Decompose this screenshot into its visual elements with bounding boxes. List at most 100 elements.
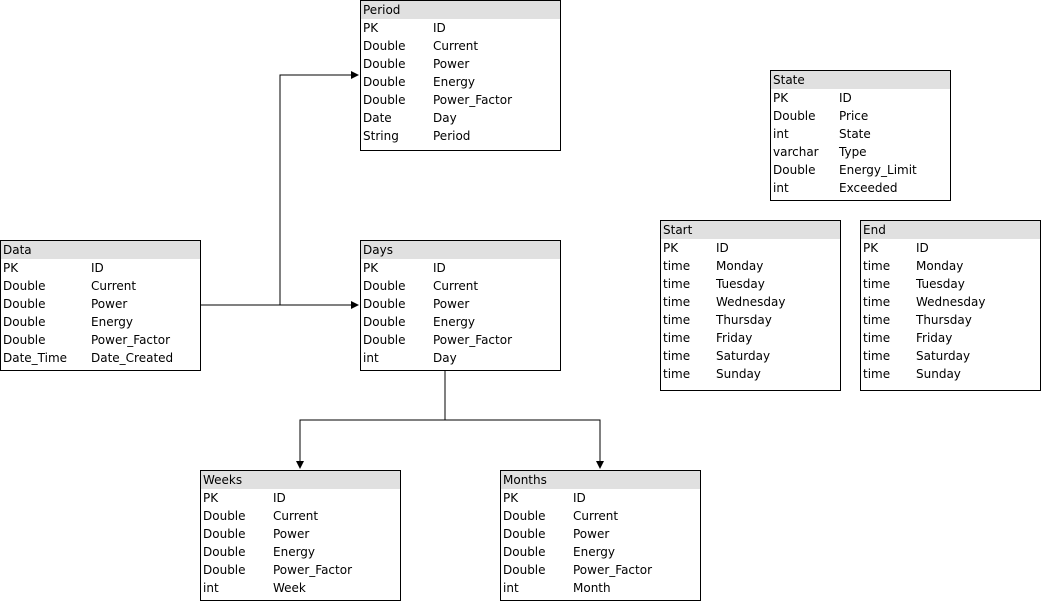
- field-type: time: [863, 367, 891, 381]
- field-name: ID: [91, 261, 104, 275]
- field-type: time: [663, 367, 691, 381]
- field-type: Double: [363, 39, 406, 53]
- field-name: Thursday: [916, 313, 972, 327]
- field-name: Price: [839, 109, 869, 123]
- field-type: Double: [503, 509, 546, 523]
- field-name: Power: [573, 527, 610, 541]
- entity-title: End: [861, 221, 1040, 239]
- field-name: Monday: [716, 259, 764, 273]
- field-name: ID: [716, 241, 729, 255]
- field-name: Current: [91, 279, 137, 293]
- entity-title: Data: [1, 241, 200, 259]
- field-type: time: [663, 349, 691, 363]
- entity-title: Start: [661, 221, 840, 239]
- field-name: Energy: [433, 315, 476, 329]
- field-name: Energy: [433, 75, 476, 89]
- field-type: time: [863, 259, 891, 273]
- field-row: Double Current: [501, 507, 700, 525]
- field-name: Date_Created: [91, 351, 174, 365]
- field-type: Double: [203, 527, 246, 541]
- field-name: ID: [433, 21, 446, 35]
- field-name: Wednesday: [716, 295, 786, 309]
- field-type: time: [663, 313, 691, 327]
- field-name: Energy: [91, 315, 134, 329]
- connector-days-to-weeks: [296, 371, 446, 469]
- field-name: ID: [839, 91, 852, 105]
- field-type: PK: [363, 261, 379, 275]
- field-name: Power_Factor: [433, 333, 513, 347]
- field-name: Current: [273, 509, 319, 523]
- field-type: Double: [3, 279, 46, 293]
- field-name: Tuesday: [716, 277, 765, 291]
- field-type: time: [663, 259, 691, 273]
- field-name: ID: [573, 491, 586, 505]
- field-type: time: [863, 349, 891, 363]
- field-name: Current: [573, 509, 619, 523]
- field-name: Saturday: [916, 349, 971, 363]
- field-type: Double: [363, 279, 406, 293]
- field-type: Double: [773, 163, 816, 177]
- field-name: Power_Factor: [433, 93, 513, 107]
- field-row: Double Current: [361, 37, 560, 55]
- field-row: time Sunday: [861, 365, 1040, 383]
- field-type: Double: [363, 333, 406, 347]
- field-type: Double: [203, 563, 246, 577]
- field-name: Power: [433, 57, 470, 71]
- field-type: Double: [3, 297, 46, 311]
- field-row: String Period: [361, 127, 560, 145]
- connector-days-to-months: [445, 419, 604, 469]
- field-type: varchar: [773, 145, 819, 159]
- field-type: Double: [503, 563, 546, 577]
- field-type: PK: [863, 241, 879, 255]
- field-name: Power: [91, 297, 128, 311]
- field-name: Power_Factor: [273, 563, 353, 577]
- field-type: PK: [363, 21, 379, 35]
- field-name: Power_Factor: [91, 333, 171, 347]
- field-type: int: [503, 581, 519, 595]
- field-name: Sunday: [916, 367, 961, 381]
- entity-title: Period: [361, 1, 560, 19]
- field-type: Date: [363, 111, 392, 125]
- field-name: Current: [433, 39, 479, 53]
- field-type: Double: [3, 315, 46, 329]
- field-name: Type: [839, 145, 867, 159]
- field-row: time Saturday: [861, 347, 1040, 365]
- field-name: Current: [433, 279, 479, 293]
- field-type: String: [363, 129, 399, 143]
- field-name: Friday: [716, 331, 753, 345]
- field-name: Period: [433, 129, 471, 143]
- field-type: Date_Time: [3, 351, 68, 365]
- field-type: Double: [503, 545, 546, 559]
- field-name: Power_Factor: [573, 563, 653, 577]
- field-row: Double Power: [1, 295, 200, 313]
- field-name: Tuesday: [916, 277, 965, 291]
- field-type: Double: [363, 297, 406, 311]
